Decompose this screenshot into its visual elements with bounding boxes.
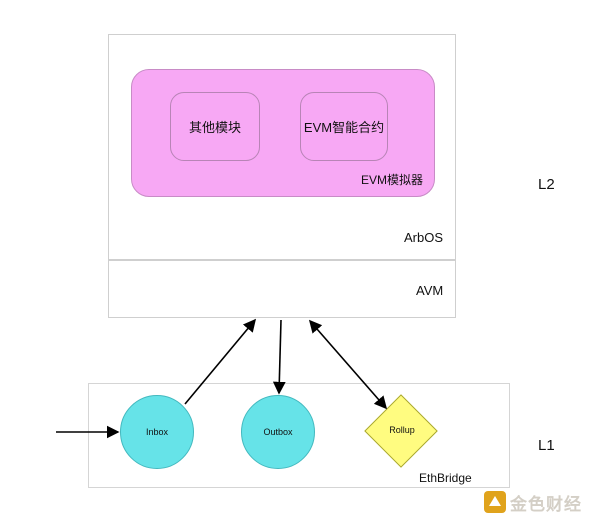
avm-label: AVM xyxy=(416,283,444,298)
arrow-avm-to-outbox xyxy=(272,319,286,395)
outbox-label: Outbox xyxy=(263,427,293,437)
inbox-node: Inbox xyxy=(120,395,194,469)
layer-l1-label: L1 xyxy=(538,437,555,454)
arbos-label: ArbOS xyxy=(404,230,444,245)
ethbridge-label: EthBridge xyxy=(419,471,472,485)
watermark-text: 金色财经 xyxy=(510,494,582,514)
arrow-inbox-to-avm xyxy=(184,318,257,405)
watermark-logo-icon xyxy=(484,491,506,513)
outbox-node: Outbox xyxy=(241,395,315,469)
arrow-avm-rollup xyxy=(308,319,388,410)
avm-box xyxy=(108,260,456,318)
watermark: 金色财经 xyxy=(484,489,594,515)
module-other: 其他模块 xyxy=(170,92,260,161)
evm-emulator-label: EVM模拟器 xyxy=(361,173,424,187)
inbox-label: Inbox xyxy=(145,427,169,437)
rollup-label: Rollup xyxy=(389,425,415,435)
module-other-label: 其他模块 xyxy=(188,120,241,135)
module-evm-contracts-label: EVM智能合约 xyxy=(303,120,385,135)
module-evm-contracts: EVM智能合约 xyxy=(300,92,388,161)
layer-l2-label: L2 xyxy=(538,176,555,193)
